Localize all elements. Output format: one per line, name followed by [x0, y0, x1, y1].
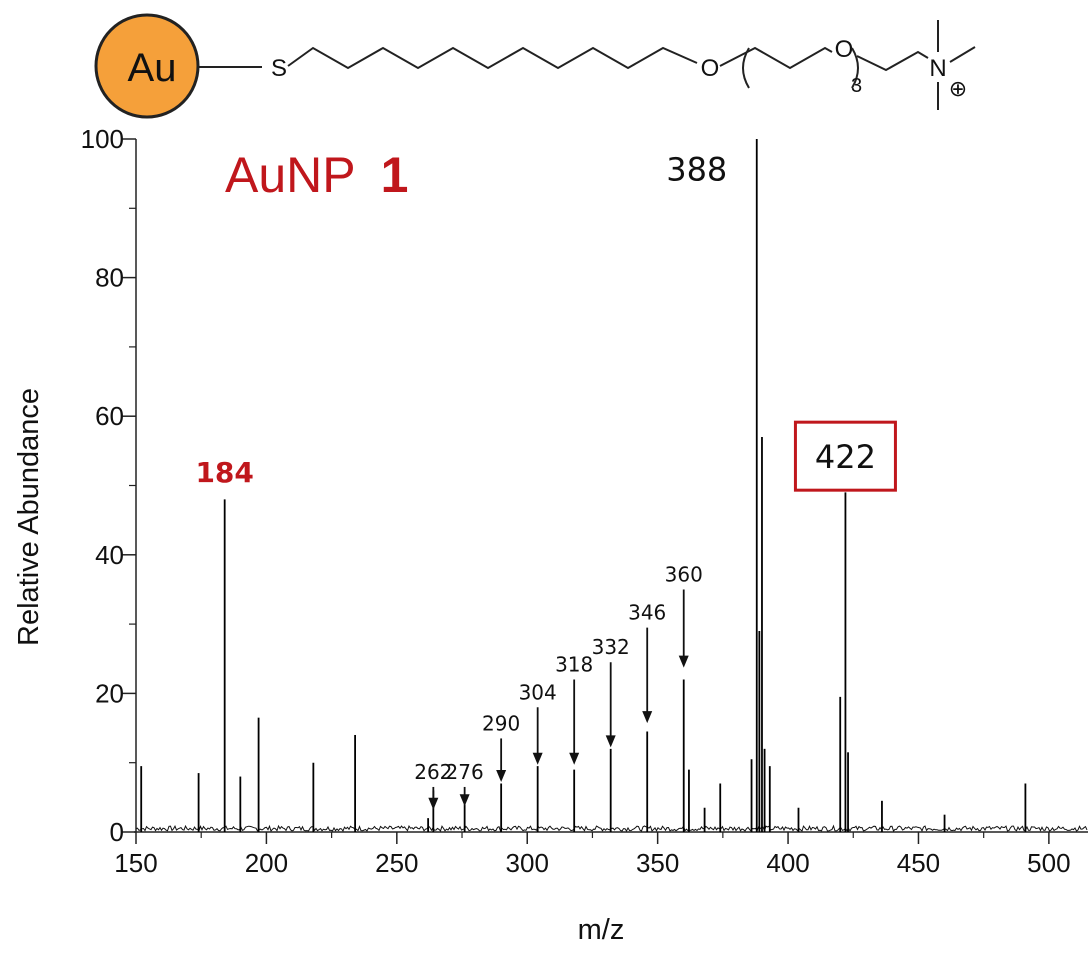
peak-label: 262: [414, 760, 452, 784]
x-tick-label: 300: [506, 848, 549, 878]
x-tick-label: 250: [375, 848, 418, 878]
close-parenthesis: [851, 47, 859, 89]
ligand-structure: Au S O O 3 N ⊕: [94, 13, 976, 119]
peak-label-boxed: 422: [815, 438, 876, 476]
x-tick-label: 500: [1027, 848, 1070, 878]
y-axis-title: Relative Abundance: [13, 388, 45, 646]
atom-nitrogen: N: [929, 55, 946, 82]
y-tick-label: 60: [95, 401, 124, 431]
atom-oxygen-ether: O: [701, 55, 720, 82]
y-tick-label: 40: [95, 540, 124, 570]
x-tick-label: 200: [245, 848, 288, 878]
peak-label: 346: [628, 601, 666, 625]
x-tick-label: 150: [114, 848, 157, 878]
arrow-head-icon: [532, 752, 543, 765]
y-tick-label: 20: [95, 678, 124, 708]
arrow-head-icon: [496, 770, 507, 783]
x-axis-title: m/z: [578, 914, 625, 946]
y-tick-label: 80: [95, 263, 124, 293]
methyl-bond-right: [949, 46, 976, 63]
positive-charge-icon: ⊕: [949, 76, 967, 101]
arrow-head-icon: [428, 797, 439, 810]
peak-label: 276: [446, 760, 484, 784]
ethyl-linker: [856, 50, 929, 72]
ticks: 0 20 40 60 80 100 150 200 250 300 350 400 450 500: [81, 124, 1071, 878]
y-tick-label: 0: [110, 817, 124, 847]
peak-label: 318: [555, 653, 593, 677]
spectrum-chart: 0 20 40 60 80 100 150 200 250 300 350 400 450 500 262…: [13, 124, 1088, 946]
ethylene-glycol-unit: [719, 46, 833, 70]
particle-label: Au: [128, 46, 177, 90]
panel-title-number: 1: [381, 147, 409, 203]
peak-label: 332: [592, 635, 630, 659]
atom-oxygen-peg: O: [835, 36, 854, 63]
highlight-box: [793, 420, 897, 492]
peak-label-highlight: 184: [195, 456, 253, 489]
alkyl-chain: [287, 46, 698, 70]
panel-title: AuNP 1: [225, 147, 408, 203]
peak-label: 304: [519, 680, 557, 704]
peak-label: 290: [482, 711, 520, 735]
panel-title-text: AuNP: [225, 147, 355, 203]
x-tick-label: 350: [636, 848, 679, 878]
y-tick-label: 100: [81, 124, 124, 154]
arrow-head-icon: [459, 794, 470, 807]
peak-label-base: 388: [666, 151, 727, 189]
arrow-head-icon: [678, 655, 689, 668]
peak-label: 360: [665, 562, 703, 586]
arrow-head-icon: [642, 711, 653, 724]
peaks: [140, 139, 1027, 832]
repeat-subscript: 3: [851, 75, 862, 97]
x-tick-label: 450: [897, 848, 940, 878]
arrow-head-icon: [605, 735, 616, 748]
atom-sulfur: S: [271, 55, 287, 82]
arrow-head-icon: [569, 752, 580, 765]
x-tick-label: 400: [766, 848, 809, 878]
